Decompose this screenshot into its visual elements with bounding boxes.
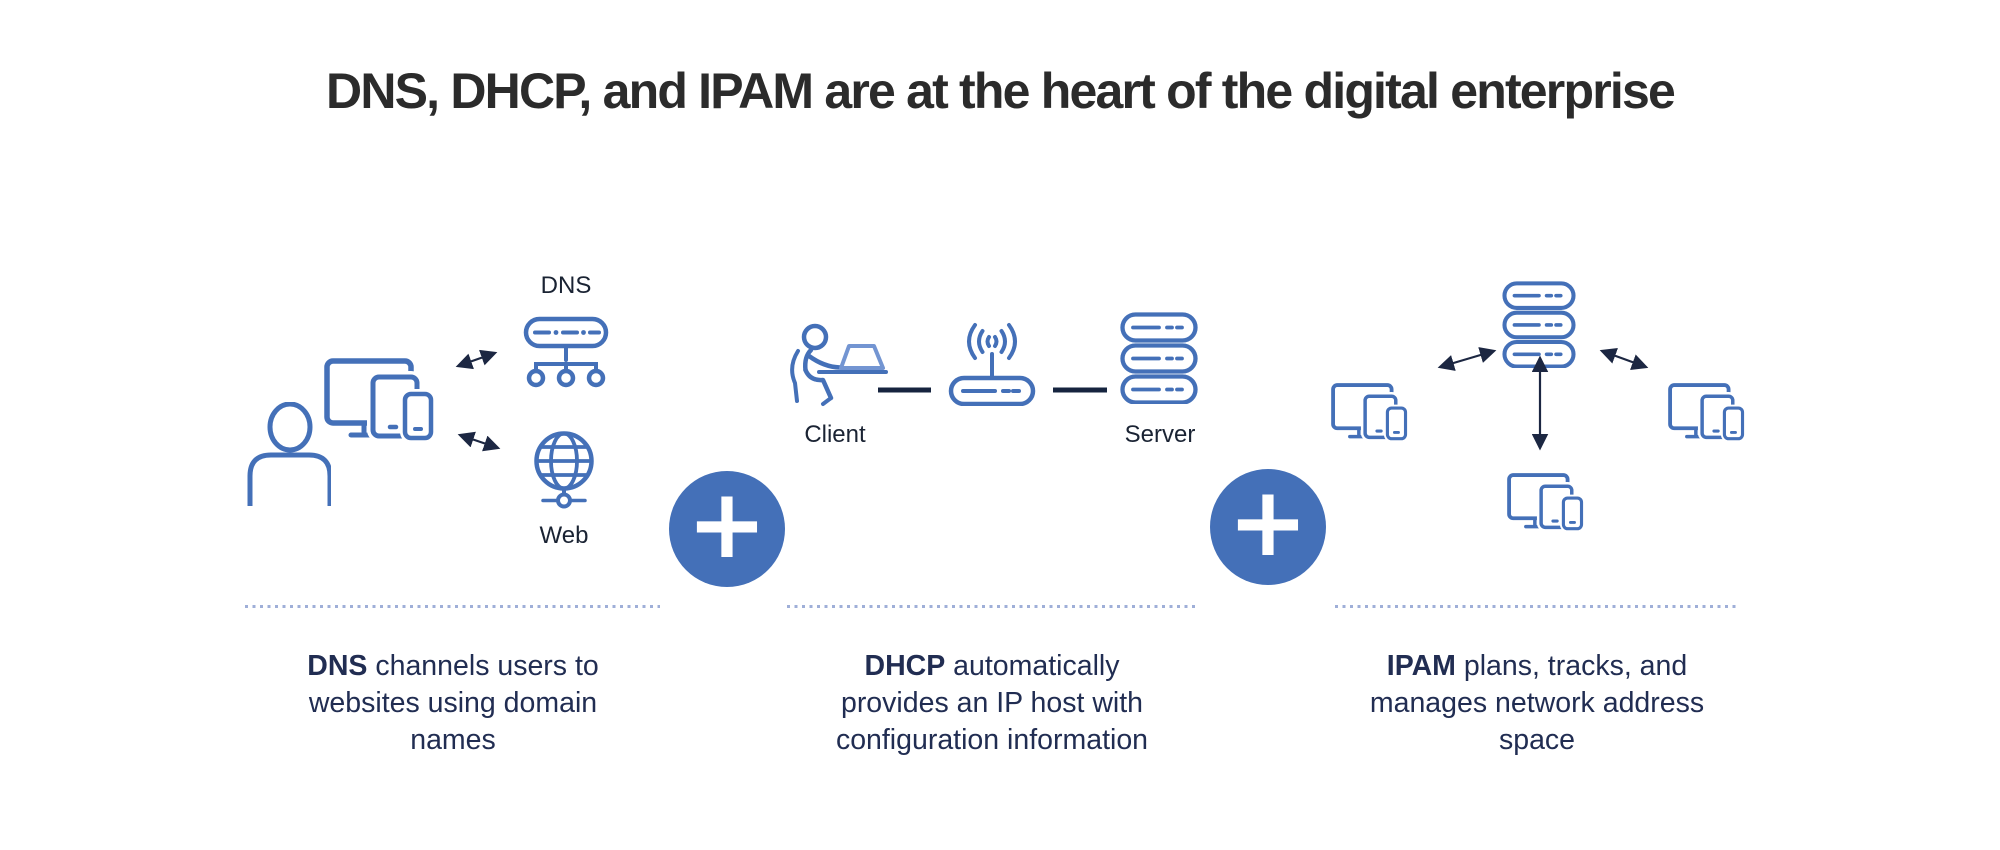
ipam-description-line3: space	[1498, 724, 1576, 756]
arrow-devices-web	[457, 431, 501, 452]
dns-server-icon	[523, 316, 609, 388]
plus-separator-1: +	[669, 471, 785, 587]
plus-icon: +	[1227, 466, 1309, 578]
devices-icon	[324, 358, 436, 442]
server-stack-icon	[1120, 312, 1198, 404]
router-icon	[948, 323, 1036, 406]
plus-icon: +	[686, 468, 768, 580]
devices-icon	[1331, 383, 1409, 442]
dns-term: DNS	[307, 650, 368, 682]
ipam-description: IPAM plans, tracks, and manages network …	[1317, 648, 1757, 759]
dotted-divider-dhcp	[787, 605, 1198, 608]
dns-description-line1: DNS channels users to	[307, 650, 599, 682]
dns-description-line3: names	[410, 724, 496, 756]
dotted-divider-ipam	[1335, 605, 1740, 608]
devices-icon	[1507, 473, 1585, 532]
dhcp-description-line2: provides an IP host with	[840, 687, 1144, 719]
dns-description-line2: websites using domain	[308, 687, 598, 719]
arrow-ipam-right	[1599, 348, 1649, 370]
dhcp-description-line3: configuration information	[835, 724, 1149, 756]
globe-icon	[534, 431, 594, 509]
ipam-description-line1: IPAM plans, tracks, and	[1386, 650, 1688, 682]
user-icon	[247, 402, 331, 506]
dhcp-description: DHCP automatically provides an IP host w…	[772, 648, 1212, 759]
plus-separator-2: +	[1210, 469, 1326, 585]
dotted-divider-dns	[245, 605, 660, 608]
server-stack-icon	[1502, 281, 1576, 368]
devices-icon	[1668, 383, 1746, 442]
client-icon-label: Client	[804, 421, 866, 448]
arrow-ipam-left	[1437, 347, 1497, 371]
ipam-description-line2: manages network address	[1369, 687, 1705, 719]
server-icon-label: Server	[1124, 421, 1196, 448]
dns-description: DNS channels users to websites using dom…	[233, 648, 673, 759]
page-title: DNS, DHCP, and IPAM are at the heart of …	[326, 63, 1676, 119]
web-icon-label: Web	[539, 522, 589, 549]
dhcp-description-line1: DHCP automatically	[864, 650, 1120, 682]
dns-icon-label: DNS	[540, 272, 592, 299]
client-icon	[790, 323, 888, 406]
dhcp-term: DHCP	[864, 650, 946, 682]
arrow-devices-dns	[455, 349, 498, 370]
ipam-term: IPAM	[1386, 650, 1456, 682]
